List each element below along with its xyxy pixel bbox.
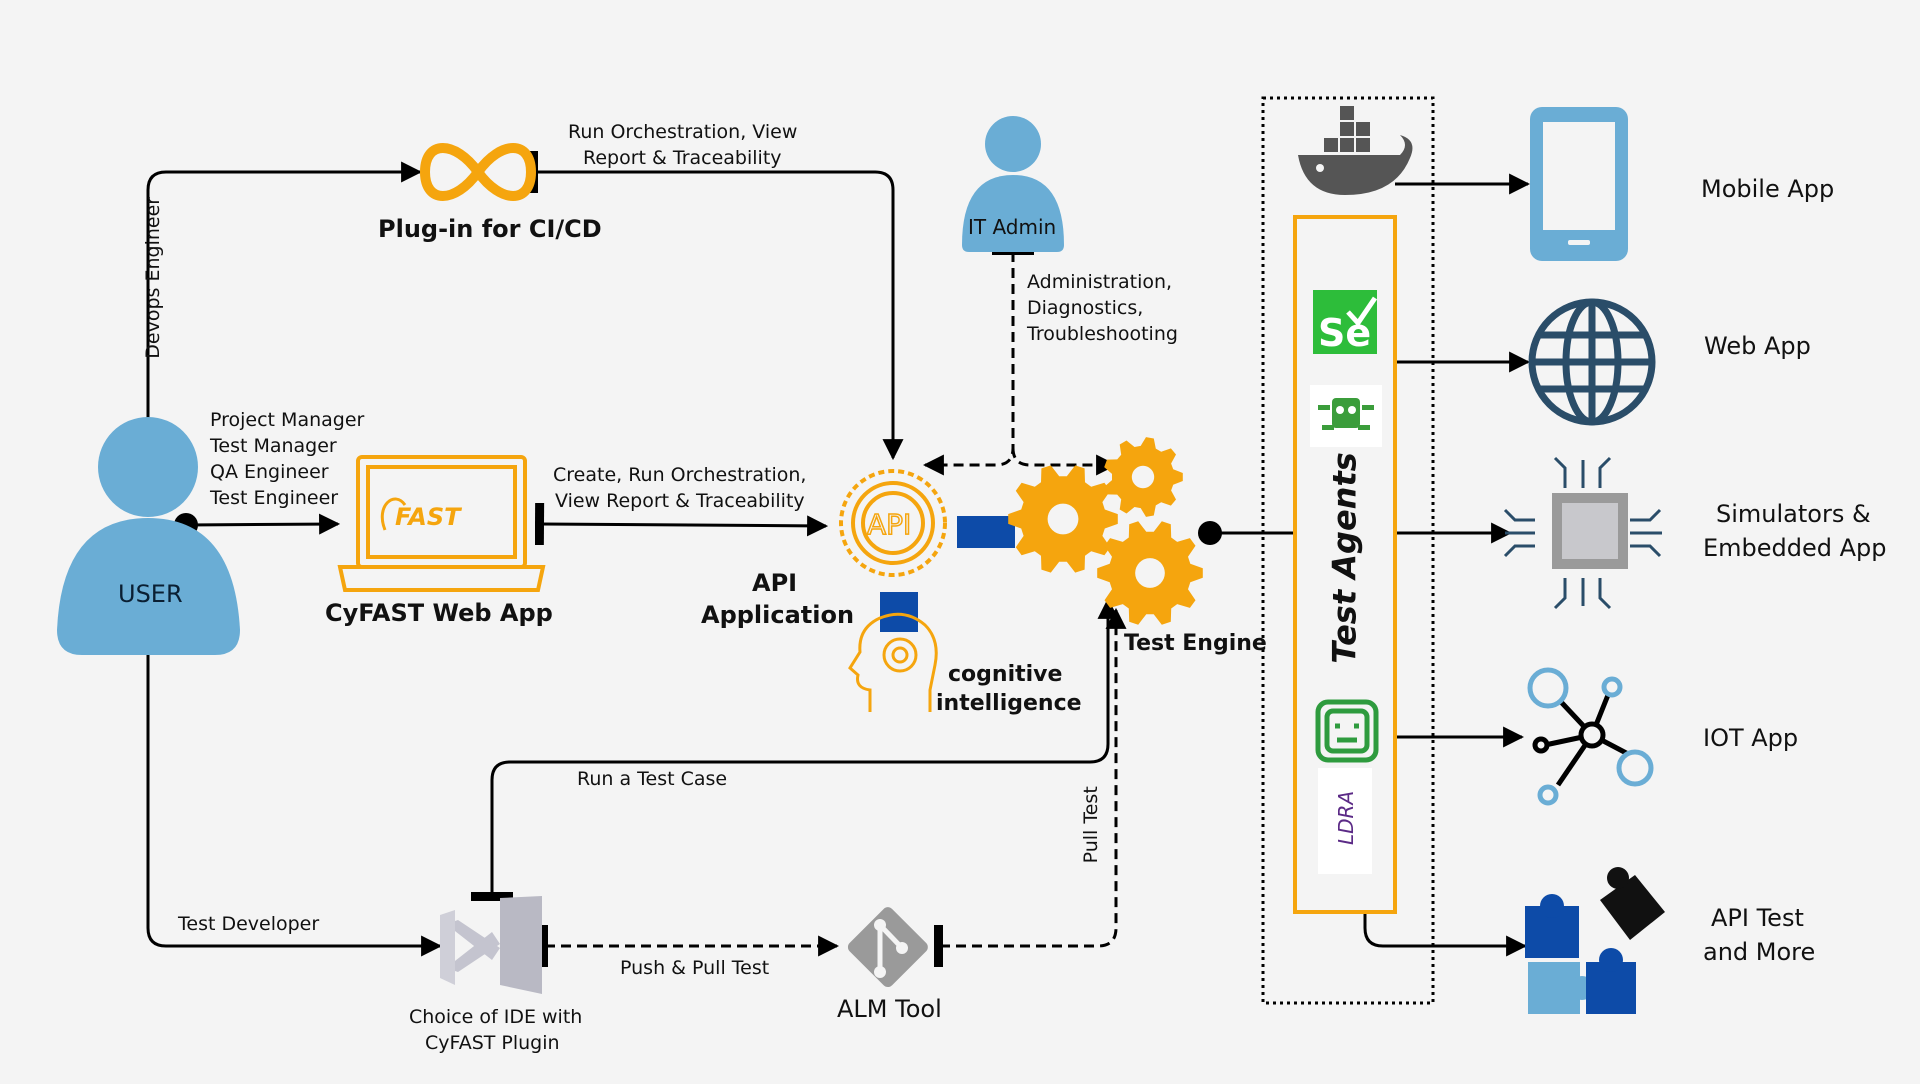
test-agents-label: Test Agents	[1325, 452, 1364, 664]
pull-test-label: Pull Test	[1079, 786, 1102, 864]
webapp-edge-label-1: Create, Run Orchestration,	[553, 464, 807, 486]
iot-network-icon	[1527, 667, 1654, 806]
fast-logo-text: FAST	[395, 503, 462, 531]
user-role-3: QA Engineer	[210, 461, 329, 483]
test-agents-container	[1261, 96, 1435, 1005]
api-cognitive-link	[880, 592, 918, 632]
cognitive-label-1: cognitive	[948, 662, 1063, 687]
alm-edge-label: Push & Pull Test	[620, 957, 770, 979]
edge-webapp-api	[534, 502, 829, 546]
ide-label-2: CyFAST Plugin	[425, 1032, 560, 1054]
api-gear-icon: API	[839, 469, 947, 577]
mobile-app-label: Mobile App	[1701, 175, 1835, 203]
devops-role-label: Devops Engineer	[142, 196, 165, 359]
edge-user-webapp	[174, 513, 341, 537]
edge-admin-engine	[1011, 447, 1118, 476]
test-agents-box	[1293, 215, 1397, 914]
git-icon	[847, 907, 928, 988]
dashed-connectors	[539, 246, 1127, 967]
edge-admin-api	[922, 246, 1034, 476]
api-label-1: API	[752, 569, 798, 597]
user-label: USER	[118, 580, 183, 608]
globe-icon	[1528, 298, 1656, 426]
plugin-edge-label-1: Run Orchestration, View	[568, 121, 798, 143]
developer-role-label: Test Developer	[178, 913, 320, 935]
laptop-icon: FAST	[337, 455, 546, 592]
edge-ide-engine	[471, 597, 1119, 901]
user-role-4: Test Engineer	[210, 487, 339, 509]
edge-agent-api	[1363, 912, 1528, 957]
admin-edge-label-2: Diagnostics,	[1027, 297, 1144, 319]
it-admin-label: IT Admin	[968, 215, 1057, 239]
ide-icon	[440, 896, 542, 994]
admin-edge-label-1: Administration,	[1027, 271, 1173, 293]
docker-icon	[1298, 106, 1413, 195]
apitest-label-2: and More	[1703, 938, 1816, 966]
selenium-icon: Se	[1313, 290, 1378, 355]
user-role-2: Test Manager	[210, 435, 337, 457]
admin-edge-label-3: Troubleshooting	[1027, 323, 1178, 345]
plugin-label: Plug-in for CI/CD	[378, 215, 602, 243]
ide-label-1: Choice of IDE with	[409, 1006, 583, 1028]
sim-label-2: Embedded App	[1703, 534, 1887, 562]
user-icon	[57, 417, 240, 655]
gear-medium	[1097, 521, 1203, 625]
edge-user-ide	[146, 655, 443, 957]
ide-edge-label: Run a Test Case	[577, 768, 728, 790]
chip-icon	[1503, 456, 1662, 610]
plugin-edge-label-2: Report & Traceability	[583, 147, 782, 169]
puzzle-icon	[1525, 867, 1665, 1014]
head-brain-icon	[848, 612, 938, 712]
infinity-icon	[419, 143, 537, 201]
cognitive-label-2: intelligence	[936, 691, 1082, 716]
webapp-edge-label-2: View Report & Traceability	[555, 490, 805, 512]
ldra-logo: LDRA	[1318, 768, 1372, 874]
webapp-label: CyFAST Web App	[325, 599, 553, 627]
gear-large	[1008, 465, 1118, 573]
svg-text:LDRA: LDRA	[1334, 791, 1358, 845]
user-role-1: Project Manager	[210, 409, 365, 431]
test-engine-label: Test Engine	[1124, 631, 1267, 656]
web-app-label: Web App	[1704, 332, 1811, 360]
robot-bug-icon	[1310, 385, 1382, 447]
api-gear-text: API	[867, 508, 911, 541]
robot-face-icon	[1315, 699, 1379, 763]
it-admin-icon	[962, 116, 1064, 252]
api-label-2: Application	[701, 601, 855, 629]
iot-app-label: IOT App	[1703, 724, 1799, 752]
alm-label: ALM Tool	[837, 995, 942, 1023]
gears-icon	[1008, 437, 1203, 625]
edge-user-plugin	[146, 161, 423, 420]
apitest-label-1: API Test	[1711, 904, 1804, 932]
api-engine-link	[957, 516, 1015, 548]
sim-label-1: Simulators &	[1716, 500, 1871, 528]
gear-small	[1104, 437, 1183, 517]
edge-plugin-api	[529, 151, 904, 461]
mobile-icon	[1530, 107, 1628, 261]
